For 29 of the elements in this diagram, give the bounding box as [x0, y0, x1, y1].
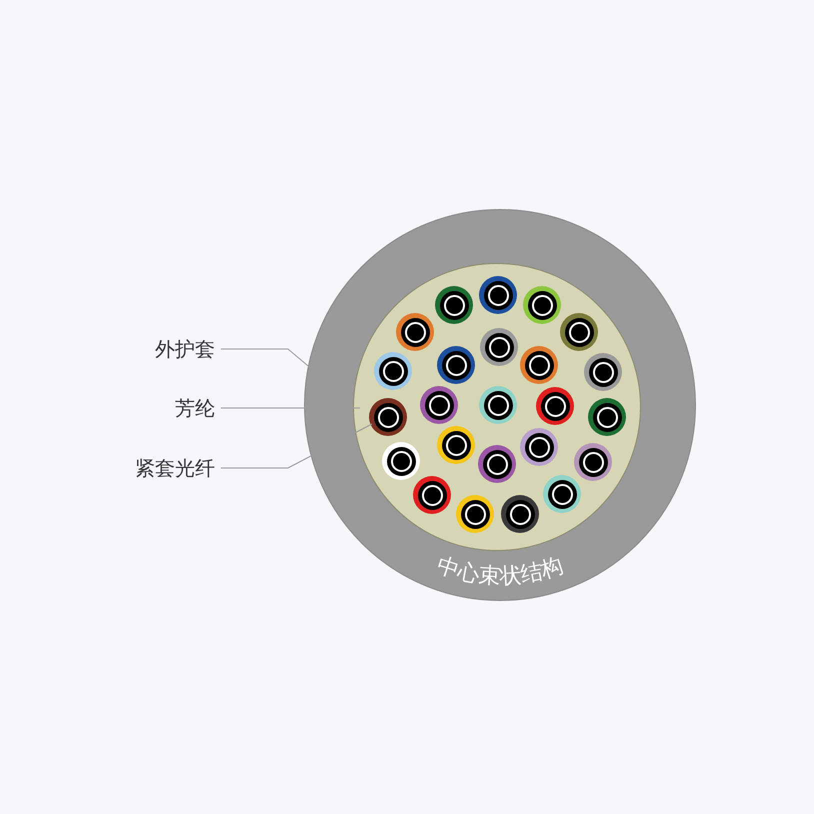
fiber-circle [480, 328, 518, 366]
curved-label: 中心束状结构 [434, 553, 566, 590]
fiber-circle [560, 313, 598, 351]
fiber-circle [543, 475, 581, 513]
fiber-circle [374, 352, 412, 390]
part-label: 芳纶 [175, 398, 215, 418]
fiber-circle [456, 495, 494, 533]
fiber-circle [437, 346, 475, 384]
part-label: 外护套 [155, 339, 215, 359]
fiber-circle [479, 386, 517, 424]
fiber-circle [369, 398, 407, 436]
fiber-circle [588, 398, 626, 436]
fiber-circle [501, 495, 539, 533]
fiber-circle [574, 443, 612, 481]
fiber-circle [382, 442, 420, 480]
fiber-circle [420, 386, 458, 424]
fiber-circle [478, 445, 516, 483]
leader-line [220, 424, 372, 468]
fiber-circle [437, 426, 475, 464]
fiber-circle [520, 428, 558, 466]
fiber-circle [536, 387, 574, 425]
part-label: 紧套光纤 [135, 458, 215, 478]
fiber-circle [520, 346, 558, 384]
fiber-circle [396, 313, 434, 351]
fiber-circle [523, 286, 561, 324]
fiber-circle [584, 353, 622, 391]
fiber-circle [413, 476, 451, 514]
fiber-circle [435, 286, 473, 324]
fiber-circle [479, 276, 517, 314]
